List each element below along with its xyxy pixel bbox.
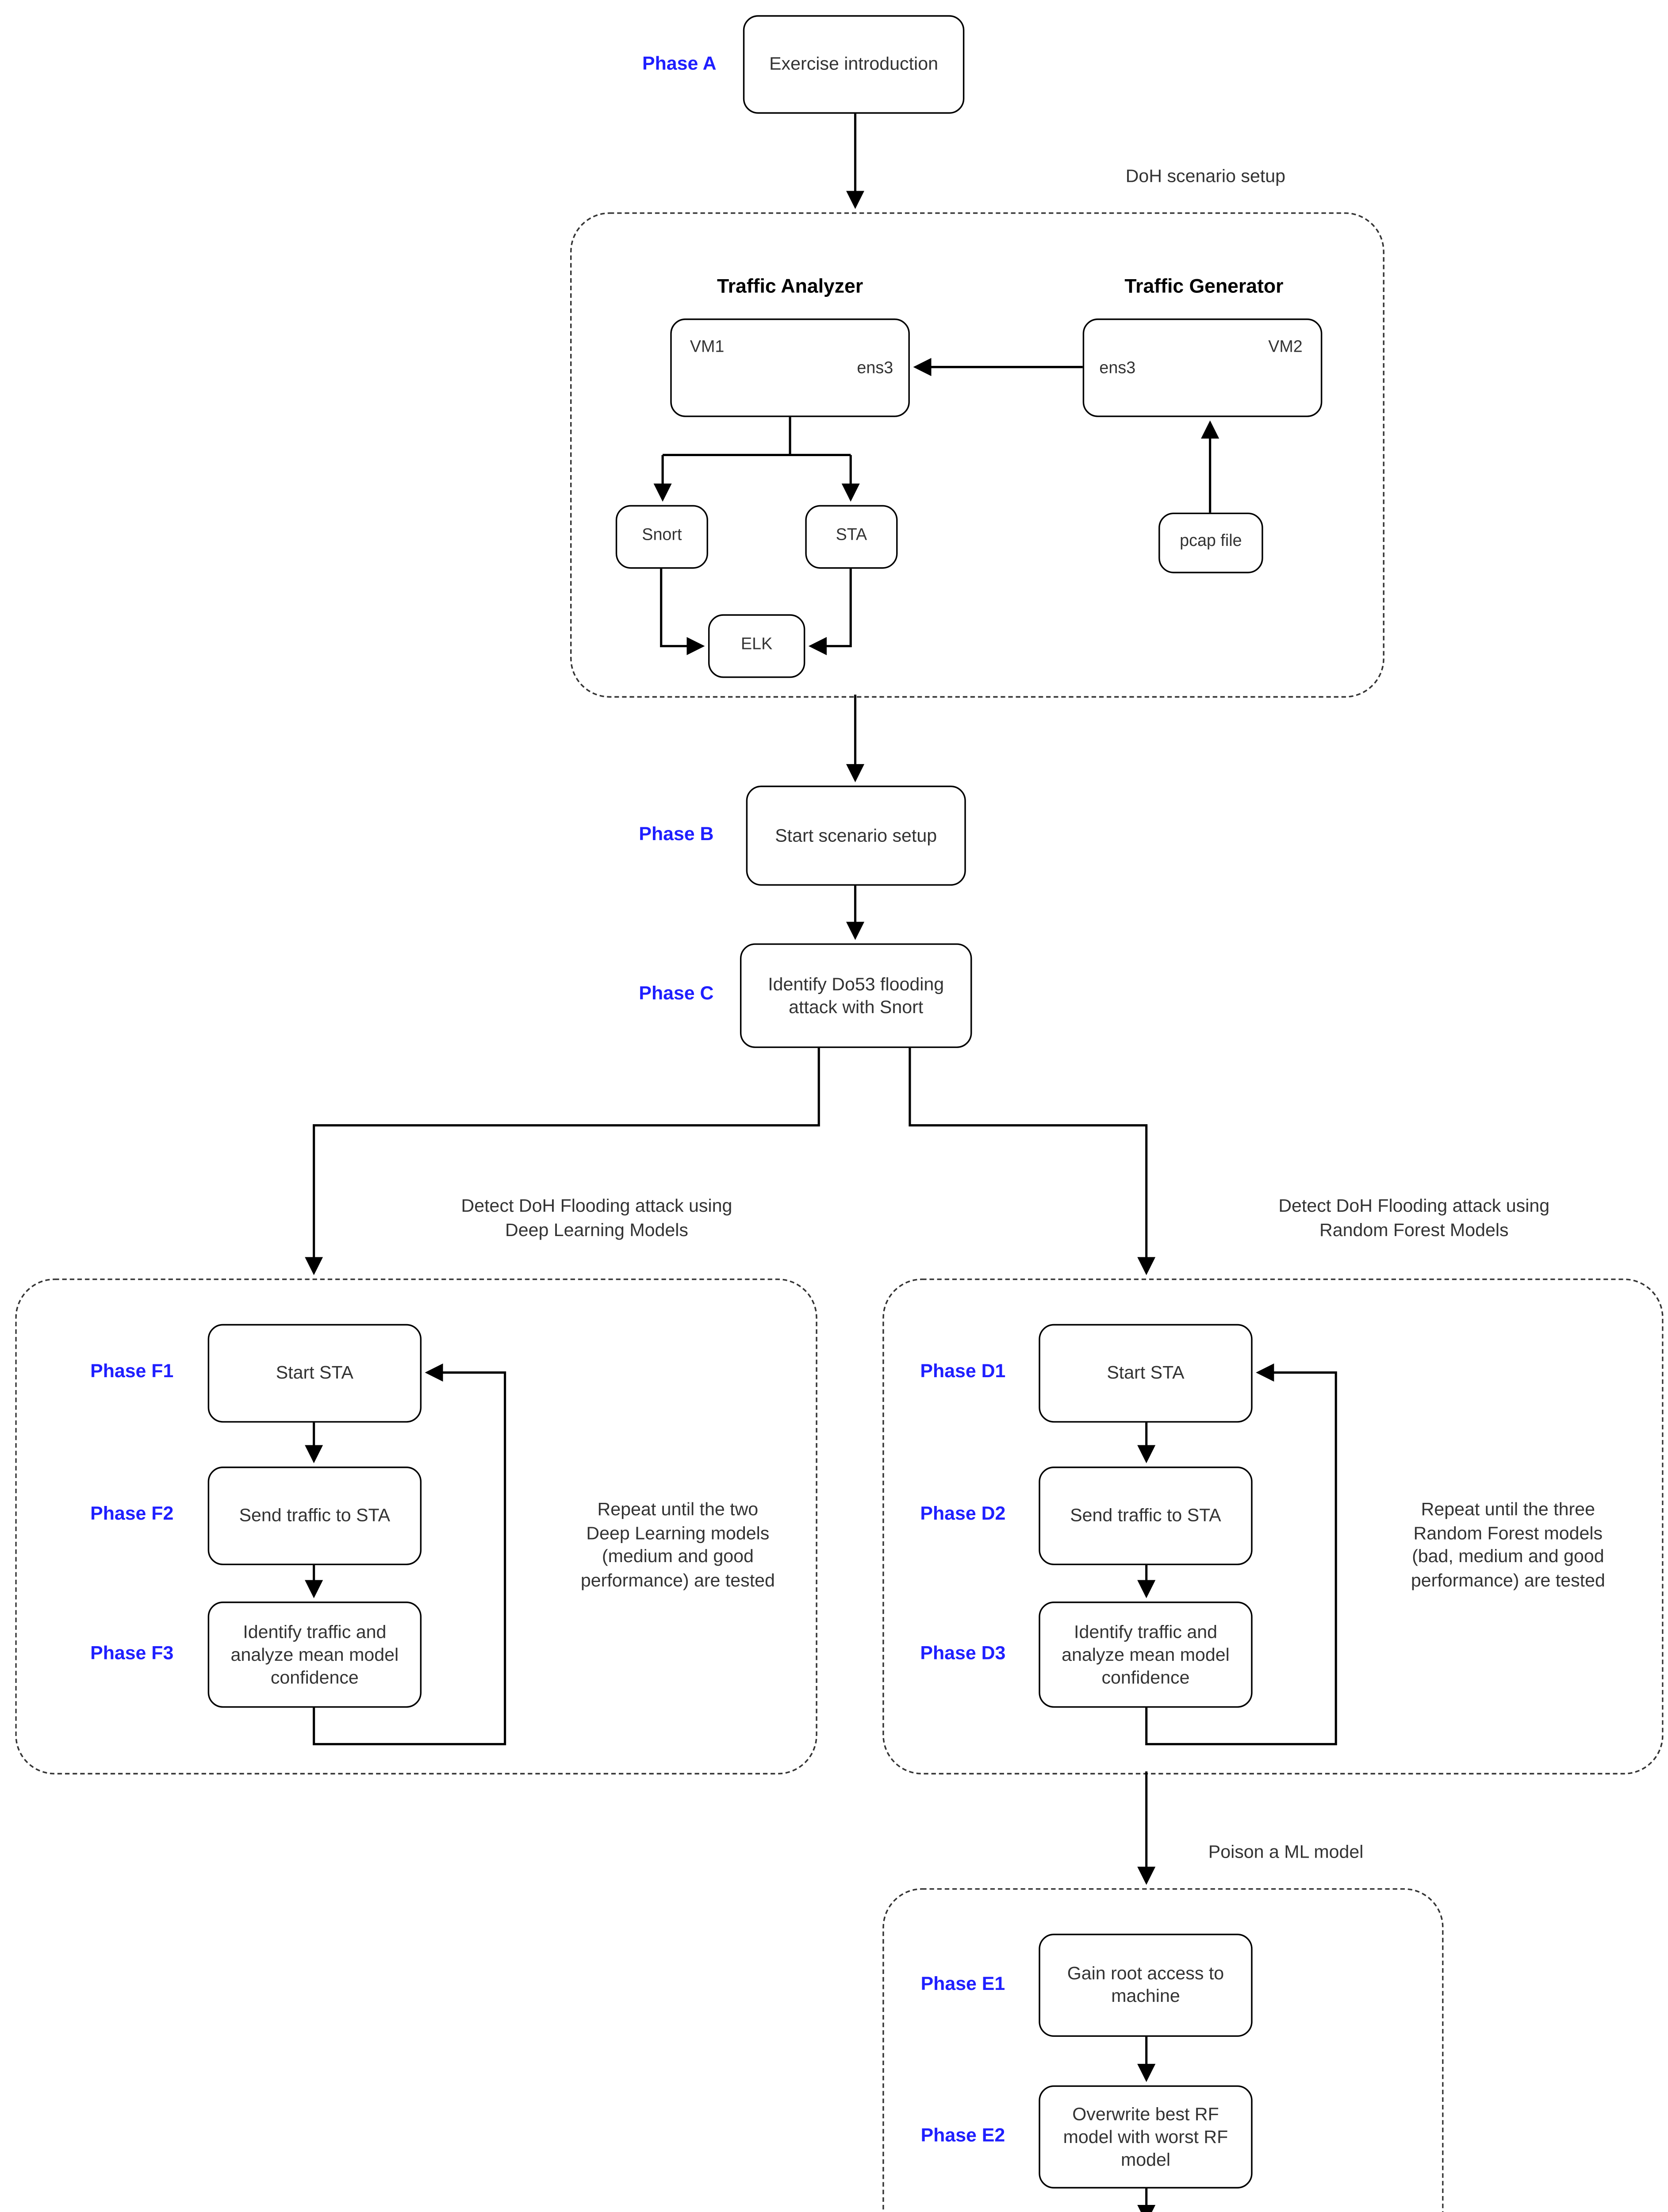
phase-c-label: Phase C xyxy=(639,983,714,1004)
phase-b-label: Phase B xyxy=(639,823,714,845)
vm2-node: ens3 VM2 xyxy=(1082,318,1323,417)
traffic-generator-heading: Traffic Generator xyxy=(1124,274,1284,297)
phase-d2-label: Phase D2 xyxy=(920,1503,1006,1525)
random-forest-container xyxy=(882,1278,1664,1774)
exercise-introduction-node: Exercise introduction xyxy=(743,15,965,114)
phase-d1-label: Phase D1 xyxy=(920,1360,1006,1382)
arrow-sta-to-elk xyxy=(808,568,852,655)
elk-node: ELK xyxy=(708,614,805,678)
poison-container xyxy=(882,1888,1444,2212)
doh-setup-title: DoH scenario setup xyxy=(1125,165,1286,187)
phase-d3-label: Phase D3 xyxy=(920,1642,1006,1664)
phase-f1-label: Phase F1 xyxy=(90,1360,174,1382)
loop-f3-to-f1 xyxy=(313,1363,506,1745)
phase-e1-label: Phase E1 xyxy=(920,1973,1005,1995)
identify-do53-node: Identify Do53 flooding attack with Snort xyxy=(740,943,972,1048)
vm1-node: VM1 ens3 xyxy=(670,318,910,417)
poison-title: Poison a ML model xyxy=(1208,1841,1364,1863)
f3-identify-traffic-node: Identify traffic and analyze mean model … xyxy=(207,1601,422,1708)
deep-learning-repeat-note: Repeat until the two Deep Learning model… xyxy=(580,1498,775,1591)
e2-overwrite-model-node: Overwrite best RF model with worst RF mo… xyxy=(1039,2085,1253,2189)
start-scenario-setup-node: Start scenario setup xyxy=(746,785,966,886)
vm1-label: VM1 xyxy=(690,338,725,357)
phase-f3-label: Phase F3 xyxy=(90,1642,174,1664)
vm2-ens3-label: ens3 xyxy=(1099,359,1136,378)
snort-node: Snort xyxy=(615,505,708,569)
vm2-label: VM2 xyxy=(1268,338,1303,357)
f2-send-traffic-node: Send traffic to STA xyxy=(207,1467,422,1565)
arrow-phase-c-to-deep-learning xyxy=(305,1048,820,1275)
doh-setup-container xyxy=(570,212,1384,698)
f1-start-sta-node: Start STA xyxy=(207,1324,422,1423)
e1-gain-root-node: Gain root access to machine xyxy=(1039,1933,1253,2037)
d1-start-sta-node: Start STA xyxy=(1039,1324,1253,1423)
random-forest-repeat-note: Repeat until the three Random Forest mod… xyxy=(1411,1498,1605,1591)
d2-send-traffic-node: Send traffic to STA xyxy=(1039,1467,1253,1565)
phase-f2-label: Phase F2 xyxy=(90,1503,174,1525)
random-forest-title: Detect DoH Flooding attack using Random … xyxy=(1278,1195,1550,1240)
sta-node: STA xyxy=(805,505,898,569)
vm1-ens3-label: ens3 xyxy=(857,359,893,378)
phase-e2-label: Phase E2 xyxy=(920,2124,1005,2146)
pcap-file-node: pcap file xyxy=(1158,512,1263,573)
traffic-analyzer-heading: Traffic Analyzer xyxy=(717,274,863,297)
arrow-phase-c-to-random-forest xyxy=(909,1048,1156,1275)
arrow-snort-to-elk xyxy=(660,568,705,655)
deep-learning-container xyxy=(15,1278,817,1774)
deep-learning-title: Detect DoH Flooding attack using Deep Le… xyxy=(461,1195,732,1240)
loop-d3-to-d1 xyxy=(1145,1363,1337,1745)
d3-identify-traffic-node: Identify traffic and analyze mean model … xyxy=(1039,1601,1253,1708)
phase-a-label: Phase A xyxy=(642,53,717,74)
